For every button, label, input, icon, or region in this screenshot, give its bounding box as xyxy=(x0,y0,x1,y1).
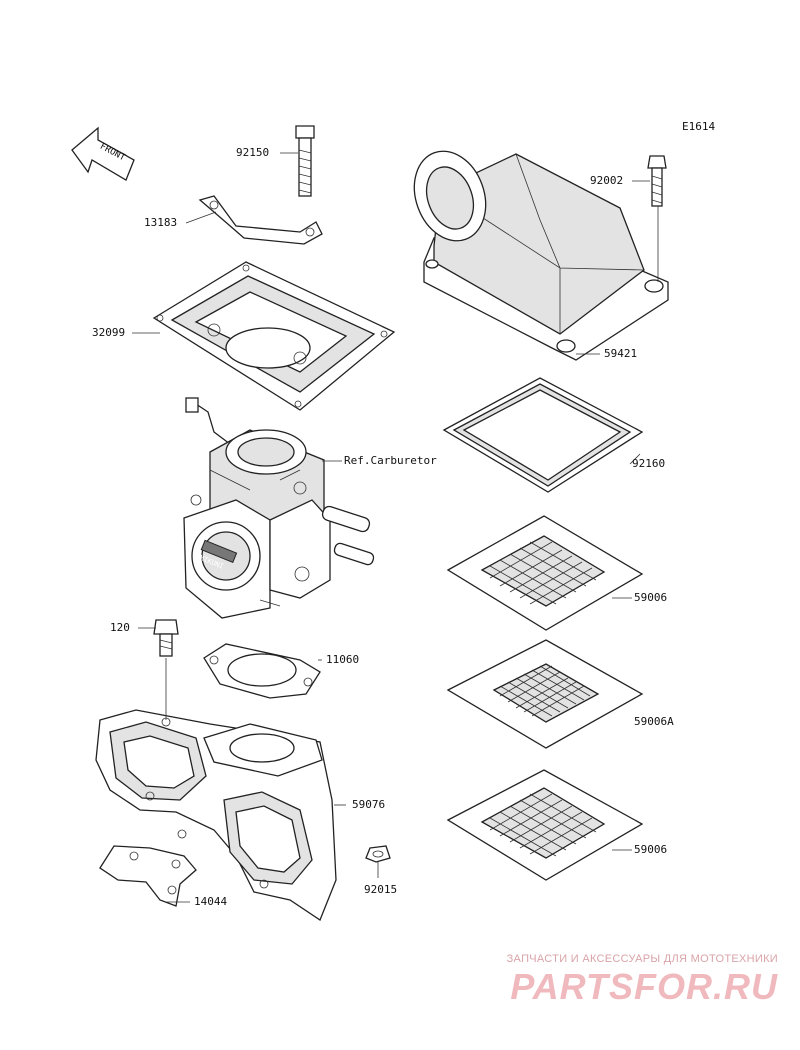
label-14044[interactable]: 14044 xyxy=(194,895,228,908)
carburetor-ref-icon xyxy=(183,397,375,619)
label-59006A[interactable]: 59006A xyxy=(634,715,674,728)
bracket-14044-icon xyxy=(99,845,197,907)
gasket-92160-icon xyxy=(442,377,644,493)
label-59006-b[interactable]: 59006 xyxy=(634,843,668,856)
nut-92015-icon xyxy=(365,845,391,863)
leader-lines xyxy=(132,152,659,903)
gasket-11060-icon xyxy=(203,643,321,699)
screen-59006-a-icon xyxy=(446,515,644,631)
label-120[interactable]: 120 xyxy=(110,621,130,634)
diagram-ref-code: E1614 xyxy=(682,120,716,133)
bolt-92150-icon xyxy=(295,125,315,197)
tray-32099-icon xyxy=(152,261,396,411)
label-59006-a[interactable]: 59006 xyxy=(634,591,668,604)
bolt-120-icon xyxy=(153,619,179,657)
manifold-59076-icon xyxy=(95,709,337,921)
screen-59006A-icon xyxy=(446,639,644,749)
label-92160[interactable]: 92160 xyxy=(632,457,666,470)
label-32099[interactable]: 32099 xyxy=(92,326,126,339)
label-11060[interactable]: 11060 xyxy=(326,653,360,666)
label-92015[interactable]: 92015 xyxy=(364,883,398,896)
label-13183[interactable]: 13183 xyxy=(144,216,178,229)
label-92150[interactable]: 92150 xyxy=(236,146,270,159)
clamp-13183-icon xyxy=(198,195,323,245)
label-59421[interactable]: 59421 xyxy=(604,347,638,360)
label-ref-carburetor[interactable]: Ref.Carburetor xyxy=(344,454,437,467)
screen-59006-b-icon xyxy=(446,769,644,881)
front-arrow-icon: FRONT xyxy=(71,126,135,181)
cover-59421-icon xyxy=(413,150,669,361)
label-92002[interactable]: 92002 xyxy=(590,174,624,187)
watermark-tagline: ЗАПЧАСТИ И АКСЕССУАРЫ ДЛЯ МОТОТЕХНИКИ xyxy=(506,953,778,965)
label-59076[interactable]: 59076 xyxy=(352,798,386,811)
bolt-92002-icon xyxy=(647,155,667,207)
watermark-logo: PARTSFOR.RU xyxy=(510,966,778,1007)
